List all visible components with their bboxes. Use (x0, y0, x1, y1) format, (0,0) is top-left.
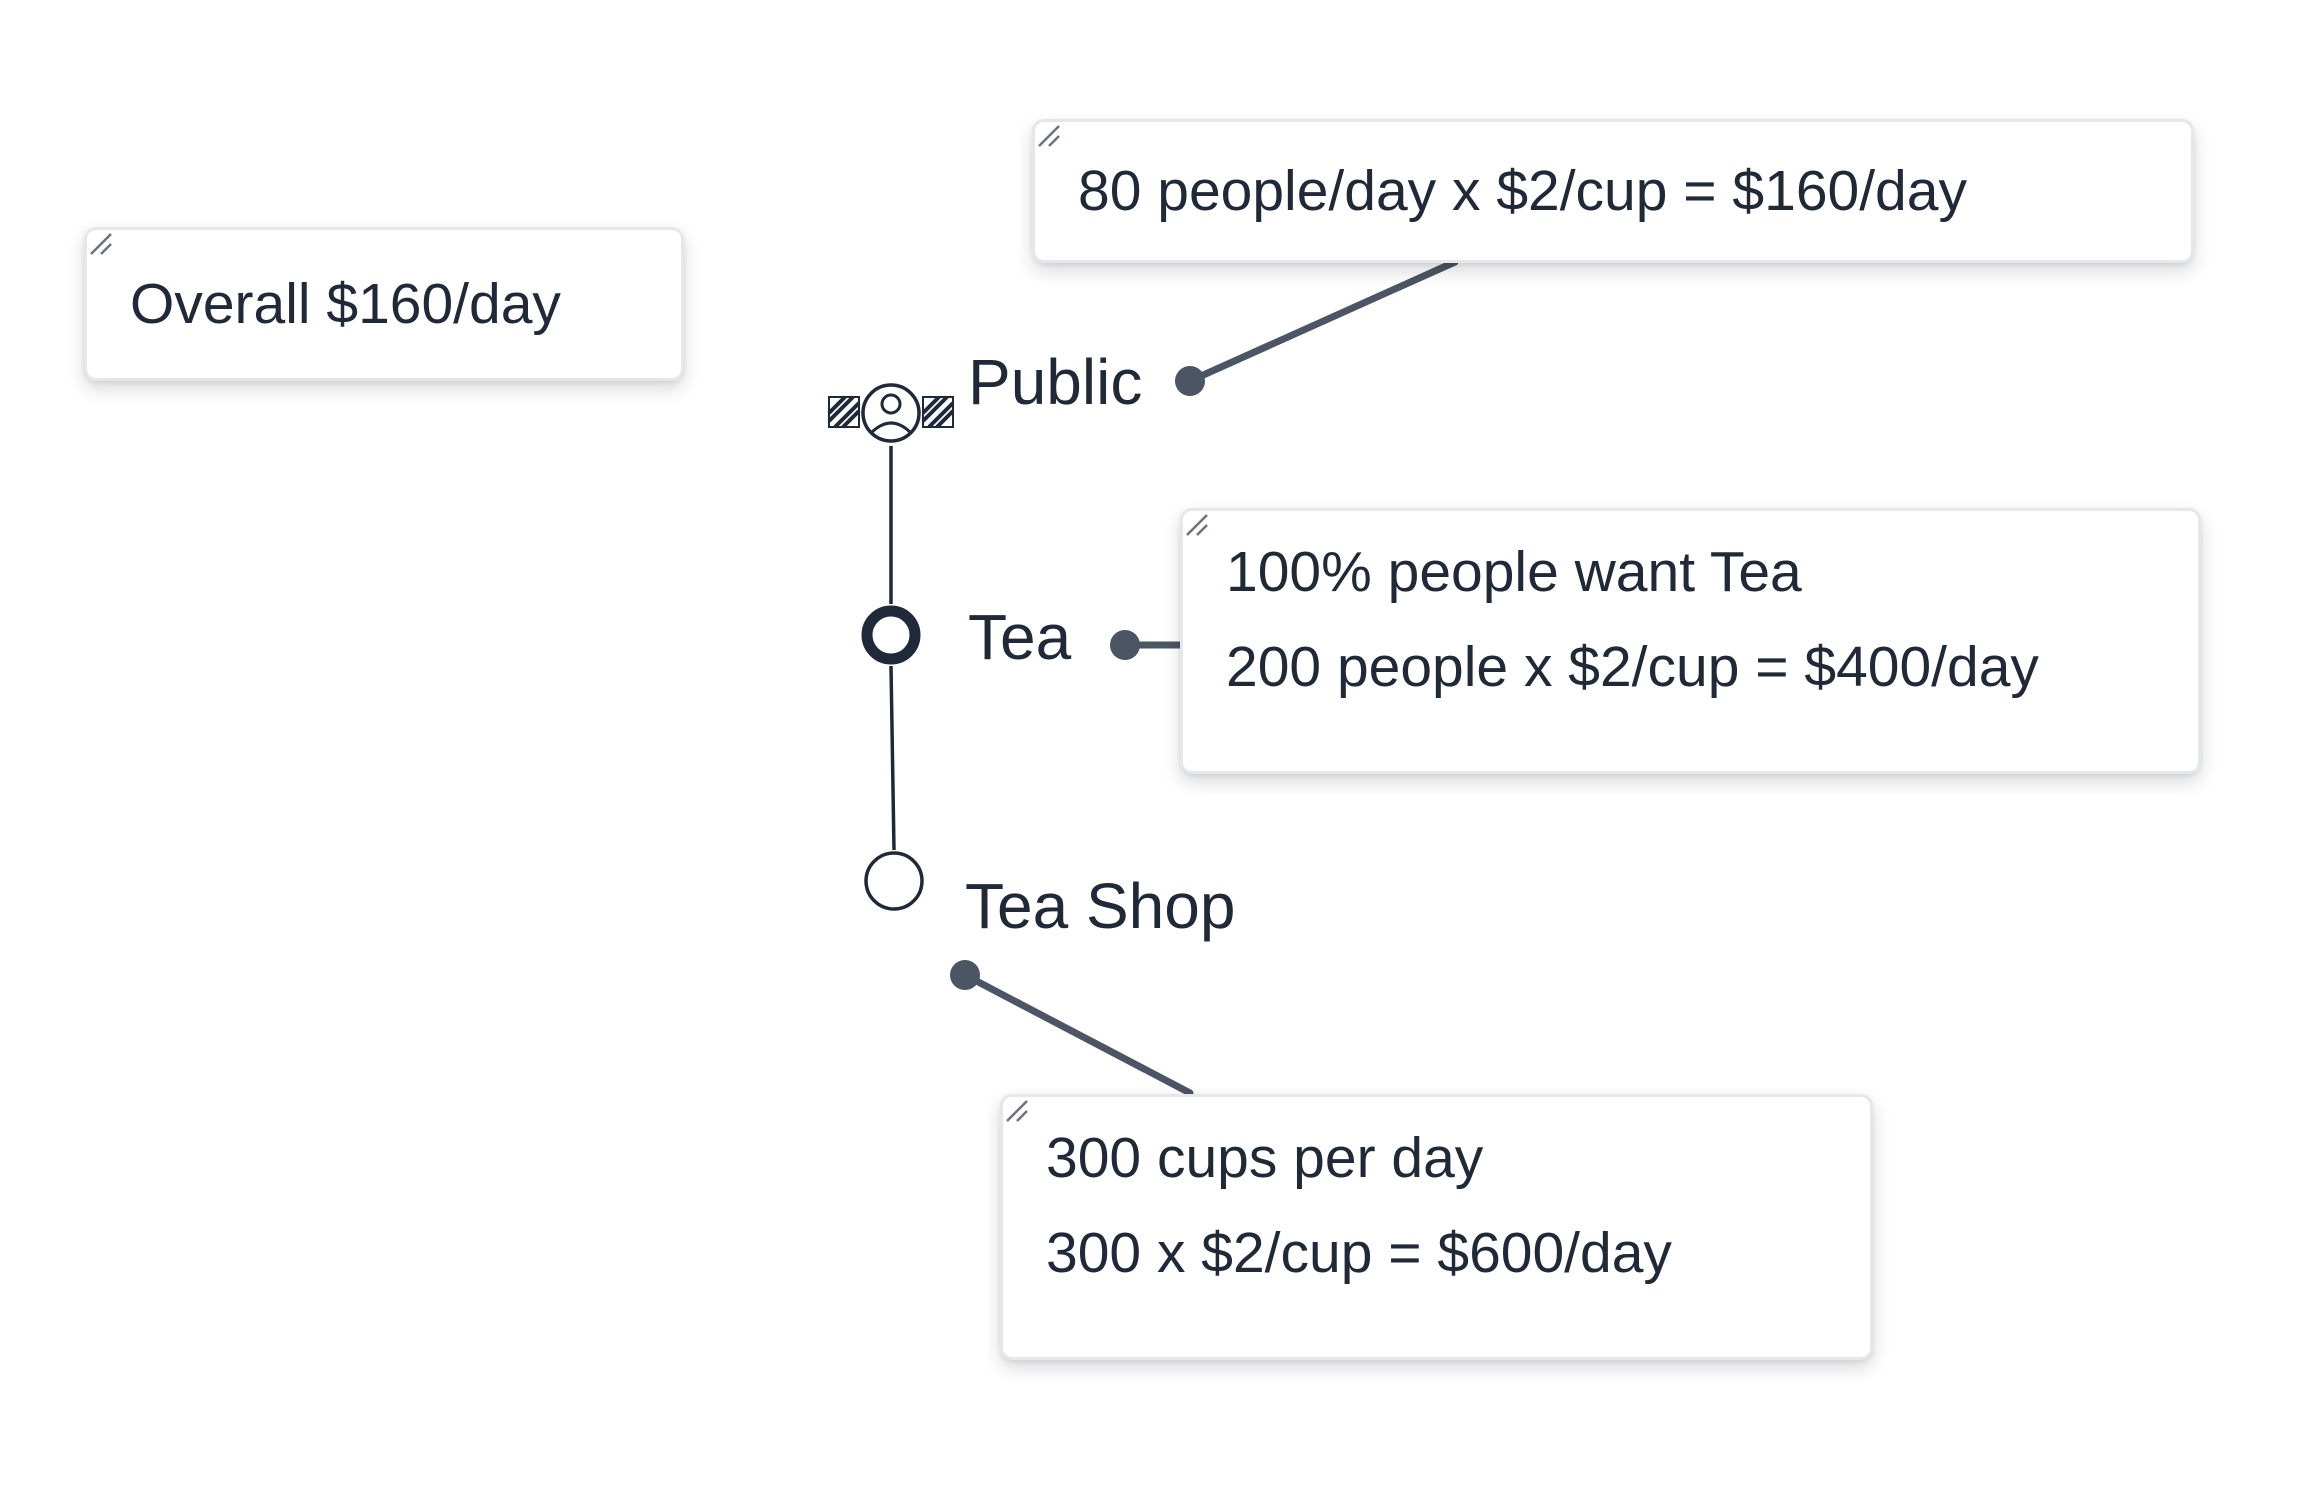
connector-dot-teashop[interactable] (950, 960, 980, 990)
link-tea-teashop (889, 665, 896, 851)
connector-dot-public[interactable] (1175, 366, 1205, 396)
node-public[interactable] (827, 383, 955, 443)
hatch-right-icon (921, 395, 955, 429)
resize-handle-icon[interactable] (1003, 1097, 1029, 1123)
resize-handle-icon[interactable] (1183, 511, 1209, 537)
note-public-text: 80 people/day x $2/cup = $160/day (1078, 158, 1967, 223)
connector-dot-tea[interactable] (1110, 630, 1140, 660)
note-tea-line-1: 100% people want Tea (1226, 540, 1802, 604)
note-public[interactable]: 80 people/day x $2/cup = $160/day (1032, 119, 2194, 263)
note-tea-line-2: 200 people x $2/cup = $400/day (1226, 635, 2039, 699)
user-circle-icon (861, 383, 921, 443)
node-tea[interactable] (861, 605, 921, 665)
hatch-left-icon (827, 395, 861, 429)
node-label-public[interactable]: Public (968, 346, 1143, 418)
ring-node-icon (861, 605, 921, 665)
note-tea[interactable]: 100% people want Tea 200 people x $2/cup… (1180, 508, 2201, 774)
resize-handle-icon[interactable] (87, 230, 113, 256)
node-label-tea-shop[interactable]: Tea Shop (965, 870, 1236, 942)
resize-handle-icon[interactable] (1035, 122, 1061, 148)
node-tea-shop[interactable] (864, 851, 924, 911)
note-overall[interactable]: Overall $160/day (84, 227, 684, 381)
note-tea-shop[interactable]: 300 cups per day 300 x $2/cup = $600/day (1000, 1094, 1873, 1360)
note-tea-shop-line-2: 300 x $2/cup = $600/day (1046, 1221, 1672, 1285)
note-overall-text: Overall $160/day (130, 271, 561, 336)
empty-circle-icon (864, 851, 924, 911)
node-label-tea[interactable]: Tea (968, 601, 1072, 673)
connector-teashop-note (961, 971, 1194, 1097)
note-tea-shop-line-1: 300 cups per day (1046, 1126, 1484, 1190)
connector-public-note (1186, 258, 1459, 385)
